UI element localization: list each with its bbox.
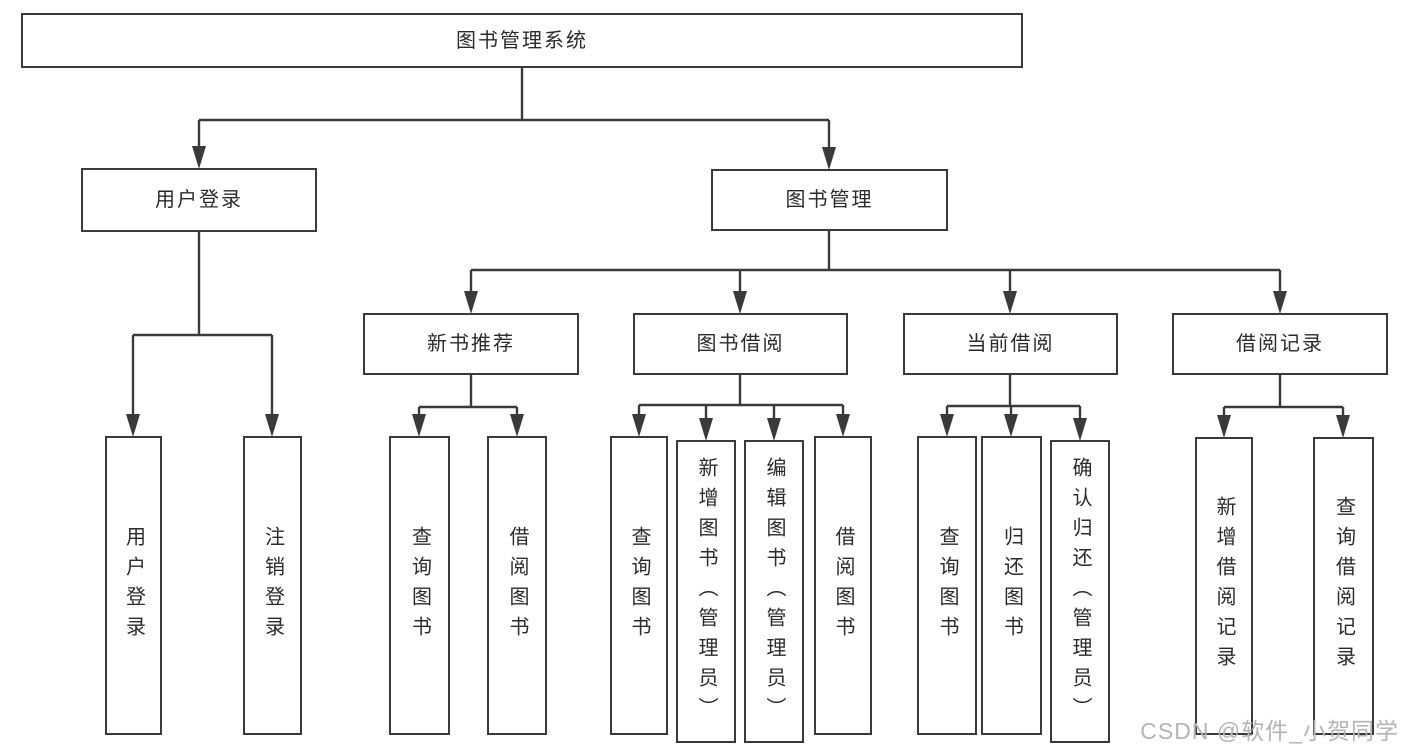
node-confirm-return-admin: 确认归还（管理员）	[1050, 440, 1110, 743]
node-borrow-record: 借阅记录	[1172, 313, 1388, 375]
node-add-borrow-record: 新增借阅记录	[1195, 437, 1253, 735]
node-logout-login: 注销登录	[243, 436, 302, 735]
node-confirm-return-admin-label: 确认归还（管理员）	[1069, 456, 1091, 727]
node-query-borrow-record-label: 查询借阅记录	[1332, 496, 1355, 676]
node-book-borrow-label: 图书借阅	[696, 333, 785, 355]
csdn-watermark: CSDN @软件_小贺同学	[1140, 718, 1399, 744]
node-current-borrow: 当前借阅	[903, 313, 1118, 375]
node-user-login-branch: 用户登录	[81, 168, 317, 232]
node-query-book-borrow-label: 查询图书	[628, 525, 650, 646]
node-book-management: 图书管理	[711, 169, 948, 231]
node-query-book-recommend: 查询图书	[389, 436, 450, 735]
node-book-management-label: 图书管理	[785, 189, 874, 211]
node-borrow-book-recommend: 借阅图书	[487, 436, 547, 735]
node-edit-book-admin-label: 编辑图书（管理员）	[763, 456, 785, 727]
node-book-borrow: 图书借阅	[633, 313, 848, 375]
node-borrow-book-borrow-label: 借阅图书	[832, 525, 854, 646]
node-add-book-admin: 新增图书（管理员）	[676, 440, 736, 743]
node-current-borrow-label: 当前借阅	[966, 333, 1055, 355]
node-user-login-label: 用户登录	[122, 525, 145, 646]
node-add-book-admin-label: 新增图书（管理员）	[695, 456, 717, 727]
node-query-book-borrow: 查询图书	[610, 436, 668, 735]
node-query-book-current-label: 查询图书	[936, 525, 958, 646]
node-logout-login-label: 注销登录	[261, 525, 284, 646]
node-return-book-label: 归还图书	[1000, 525, 1023, 646]
node-root-label: 图书管理系统	[456, 29, 588, 52]
node-add-borrow-record-label: 新增借阅记录	[1213, 496, 1235, 676]
node-borrow-book-borrow: 借阅图书	[814, 436, 872, 735]
node-query-book-current: 查询图书	[917, 436, 977, 735]
node-user-login-branch-label: 用户登录	[155, 189, 243, 211]
node-query-book-recommend-label: 查询图书	[408, 525, 431, 646]
node-query-borrow-record: 查询借阅记录	[1313, 437, 1374, 735]
node-borrow-record-label: 借阅记录	[1236, 333, 1324, 355]
node-root: 图书管理系统	[21, 13, 1023, 68]
node-borrow-book-recommend-label: 借阅图书	[506, 525, 528, 646]
node-return-book: 归还图书	[981, 436, 1042, 735]
node-new-book-recommend-label: 新书推荐	[427, 333, 515, 355]
node-new-book-recommend: 新书推荐	[363, 313, 579, 375]
node-edit-book-admin: 编辑图书（管理员）	[744, 440, 804, 743]
node-user-login: 用户登录	[105, 436, 162, 735]
